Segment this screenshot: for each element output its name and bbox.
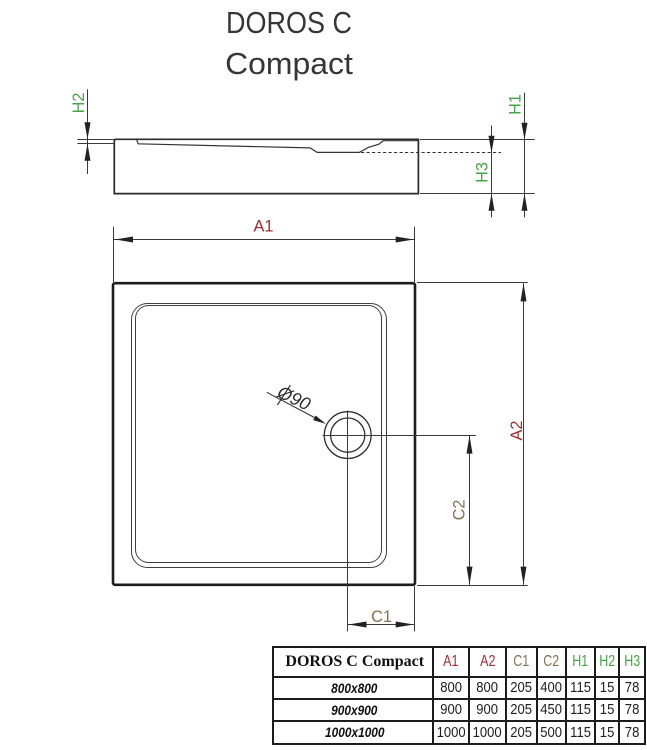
- svg-text:C2: C2: [451, 500, 469, 521]
- svg-text:H2: H2: [70, 93, 88, 114]
- svg-text:Ø90: Ø90: [273, 382, 313, 415]
- svg-text:A2: A2: [508, 421, 526, 441]
- svg-text:A1: A1: [254, 218, 274, 236]
- svg-text:C1: C1: [371, 608, 392, 626]
- svg-text:H3: H3: [473, 162, 491, 183]
- svg-text:H1: H1: [507, 94, 525, 115]
